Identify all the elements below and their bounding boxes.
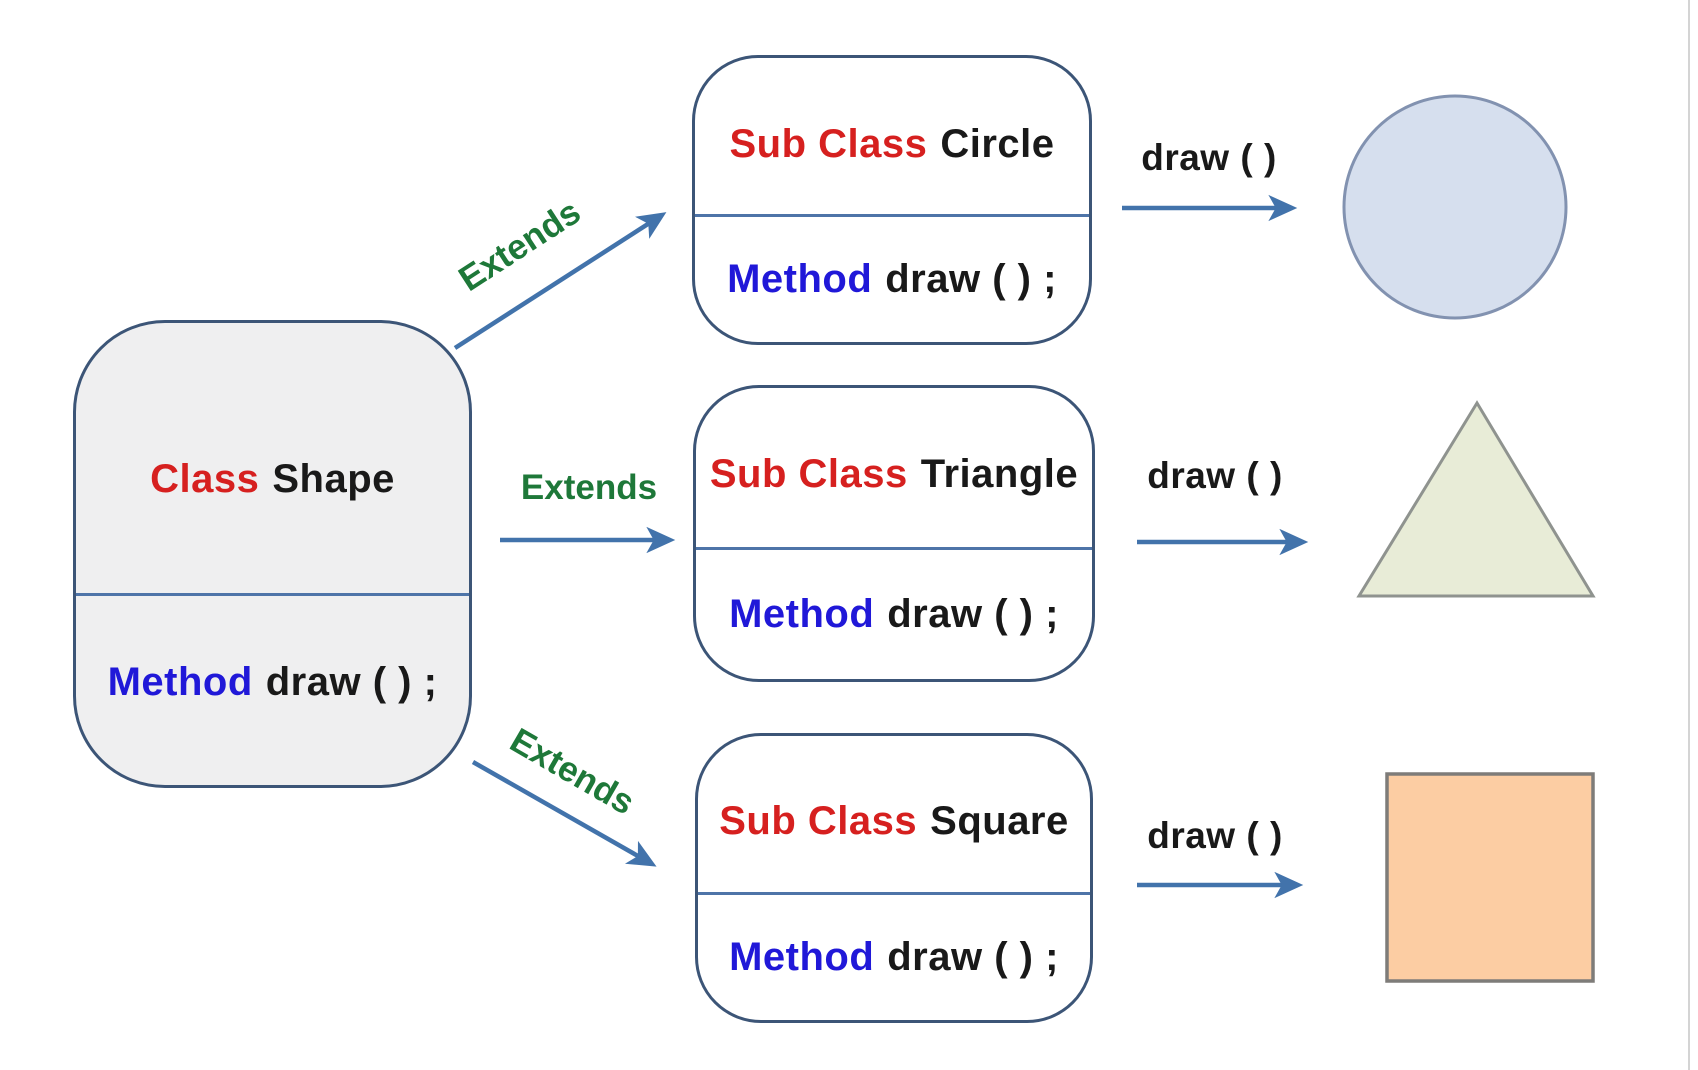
class-box-square-method: Method draw ( ) ; xyxy=(698,895,1090,1020)
subclass-name: Circle xyxy=(940,121,1055,166)
method-code: draw ( ) ; xyxy=(265,660,438,704)
frame-edge-line xyxy=(1688,0,1690,1070)
class-box-circle-method: Method draw ( ) ; xyxy=(695,217,1089,342)
method-keyword: Method xyxy=(729,935,875,979)
subclass-keyword: Sub Class xyxy=(709,452,908,496)
class-box-square-title: Sub Class Square xyxy=(698,736,1090,892)
class-box-circle: Sub Class Circle Method draw ( ) ; xyxy=(692,55,1092,345)
draw-call-label-triangle: draw ( ) xyxy=(1147,455,1283,496)
class-box-square: Sub Class Square Method draw ( ) ; xyxy=(695,733,1093,1023)
class-keyword: Class xyxy=(150,456,260,501)
draw-call-label-square: draw ( ) xyxy=(1147,815,1283,856)
method-keyword: Method xyxy=(107,660,253,704)
class-box-shape-title: Class Shape xyxy=(76,323,469,593)
method-code: draw ( ) ; xyxy=(887,935,1059,979)
method-code: draw ( ) ; xyxy=(885,257,1057,301)
compartment-divider xyxy=(696,547,1092,550)
compartment-divider xyxy=(76,593,469,596)
triangle-shape xyxy=(1356,400,1596,598)
class-box-triangle-method: Method draw ( ) ; xyxy=(696,550,1092,679)
square-shape xyxy=(1385,772,1595,983)
method-code: draw ( ) ; xyxy=(887,592,1059,636)
class-name: Shape xyxy=(272,456,395,501)
class-box-shape-method: Method draw ( ) ; xyxy=(76,596,469,785)
circle-shape xyxy=(1342,94,1568,320)
extends-arrow-square xyxy=(471,760,657,867)
method-keyword: Method xyxy=(727,257,873,301)
class-box-shape: Class Shape Method draw ( ) ; xyxy=(73,320,472,788)
draw-call-label-circle: draw ( ) xyxy=(1141,137,1277,178)
method-keyword: Method xyxy=(729,592,875,636)
class-box-triangle: Sub Class Triangle Method draw ( ) ; xyxy=(693,385,1095,682)
subclass-keyword: Sub Class xyxy=(719,798,918,843)
compartment-divider xyxy=(695,214,1089,217)
class-box-circle-title: Sub Class Circle xyxy=(695,58,1089,214)
class-box-triangle-title: Sub Class Triangle xyxy=(696,388,1092,547)
extends-arrow-circle xyxy=(453,212,667,350)
compartment-divider xyxy=(698,892,1090,895)
extends-label-triangle: Extends xyxy=(520,468,658,507)
subclass-name: Square xyxy=(930,798,1069,843)
subclass-keyword: Sub Class xyxy=(729,121,928,166)
subclass-name: Triangle xyxy=(920,452,1079,496)
